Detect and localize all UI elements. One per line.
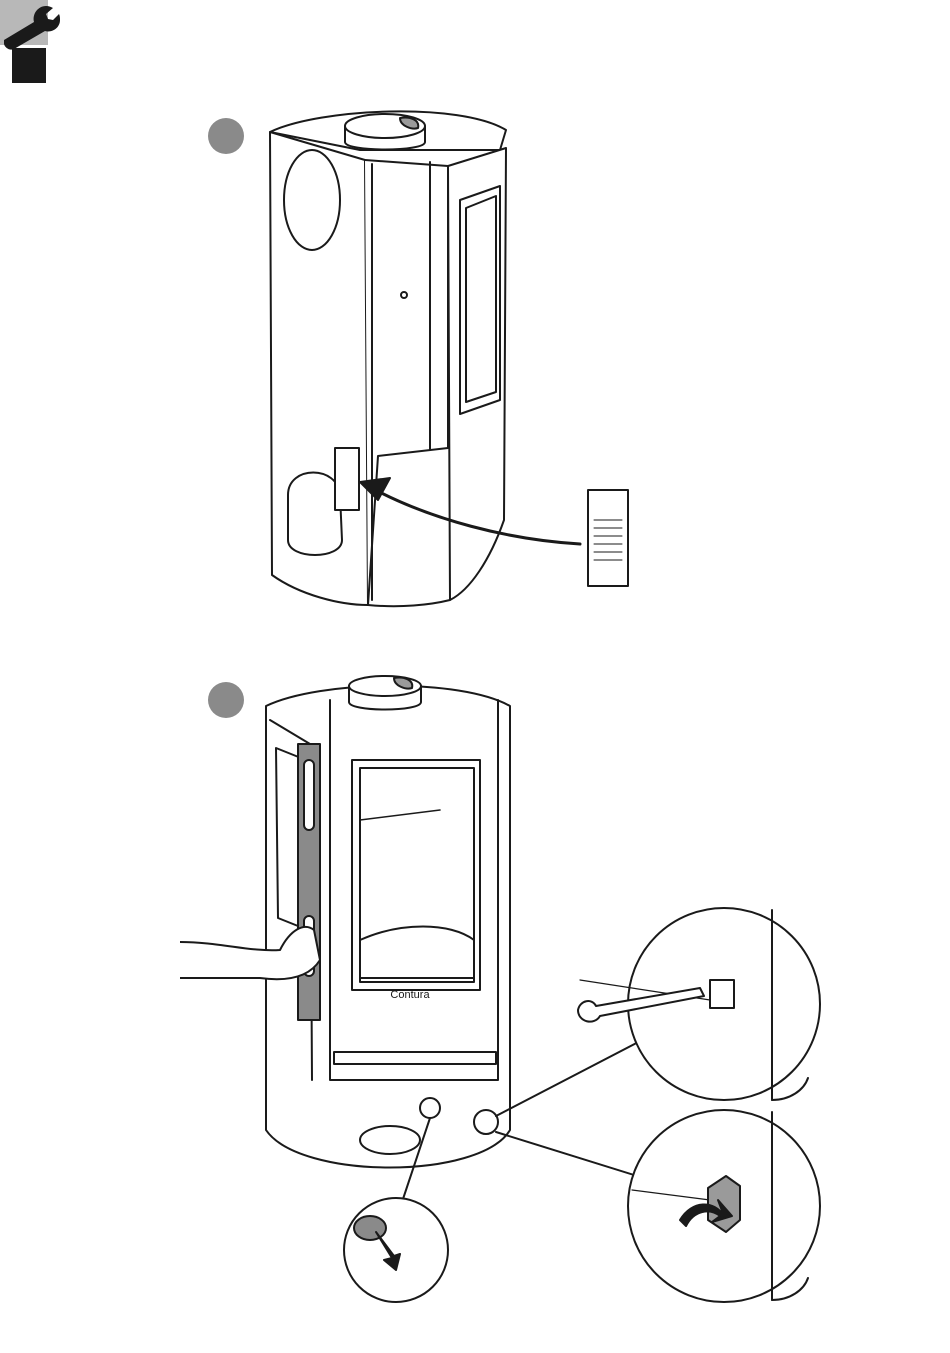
step-1-marker [208,118,244,154]
data-plate-mounted [335,448,359,510]
level-vial-top [304,760,314,830]
section-marker-square [12,48,46,83]
callout-line-top [496,1036,650,1116]
rear-inner [365,160,448,605]
figure-stove-front: Contura [180,660,840,1320]
data-plate-loose [588,490,628,586]
foot-grey [354,1216,386,1240]
brand-label: Contura [390,989,430,1001]
foot-bracket-grey [708,1176,740,1232]
callout-line-lower [496,1132,650,1180]
section-header [0,0,70,90]
hand [180,927,320,979]
detail-foot-adjust [344,1198,448,1302]
figure-stove-rear [260,100,660,620]
foot-bracket [710,980,734,1008]
stove-base [368,600,450,606]
